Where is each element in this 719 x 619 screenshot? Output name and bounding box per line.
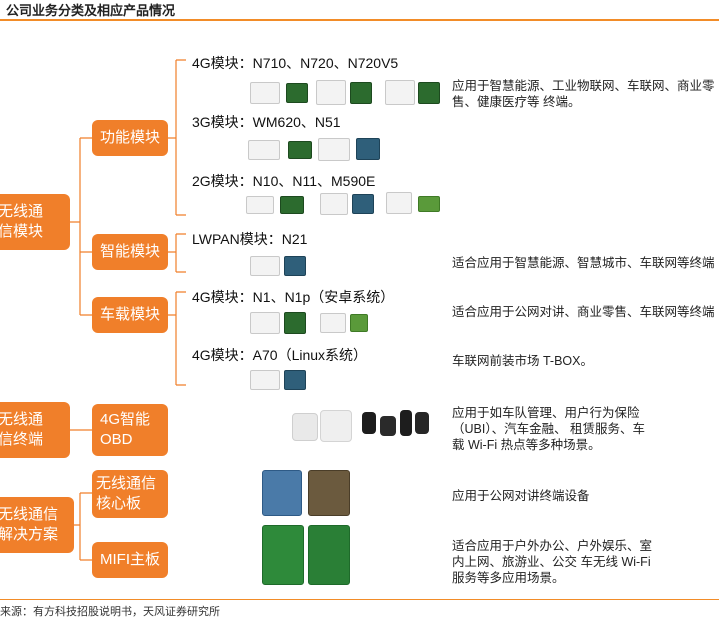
desc-core-board: 应用于公网对讲终端设备	[452, 489, 590, 503]
desc-obd: 应用于如车队管理、用户行为保险 （UBI）、汽车金融、 租赁服务、车 载 Wi-…	[452, 406, 646, 452]
label-4g-a70: 4G模块：A70（Linux系统）	[192, 347, 368, 363]
category-wireless-solution: 无线通信 解决方案	[0, 497, 74, 553]
source-note: 来源：有方科技招股说明书，天风证券研究所	[0, 606, 220, 618]
desc-a70: 车联网前装市场 T-BOX。	[452, 354, 593, 368]
desc-mifi: 适合应用于户外办公、户外娱乐、室 内上网、旅游业、公交 车无线 Wi-Fi 服务…	[452, 539, 653, 585]
bottom-rule	[0, 599, 719, 600]
label-3g-module: 3G模块：WM620、N51	[192, 114, 341, 130]
sub-smart-module: 智能模块	[92, 234, 168, 270]
sub-mifi: MIFI主板	[92, 542, 168, 578]
category-wireless-terminal: 无线通 信终端	[0, 402, 70, 458]
desc-vehicle: 适合应用于公网对讲、商业零售、车联网等终端	[452, 305, 715, 319]
label-4g-module: 4G模块：N710、N720、N720V5	[192, 55, 399, 71]
page-title: 公司业务分类及相应产品情况	[6, 3, 176, 18]
label-lwpan-module: LWPAN模块：N21	[192, 231, 308, 247]
desc-functional: 应用于智慧能源、工业物联网、车联网、商业零 售、健康医疗等 终端。	[452, 79, 715, 109]
sub-obd: 4G智能 OBD	[92, 404, 168, 456]
label-4g-n1: 4G模块：N1、N1p（安卓系统）	[192, 289, 395, 305]
desc-smart: 适合应用于智慧能源、智慧城市、车联网等终端	[452, 256, 715, 270]
sub-vehicle-module: 车载模块	[92, 297, 168, 333]
sub-core-board: 无线通信 核心板	[92, 470, 168, 518]
top-rule	[0, 19, 719, 21]
label-2g-module: 2G模块：N10、N11、M590E	[192, 173, 376, 189]
category-wireless-module: 无线通 信模块	[0, 194, 70, 250]
sub-functional-module: 功能模块	[92, 120, 168, 156]
